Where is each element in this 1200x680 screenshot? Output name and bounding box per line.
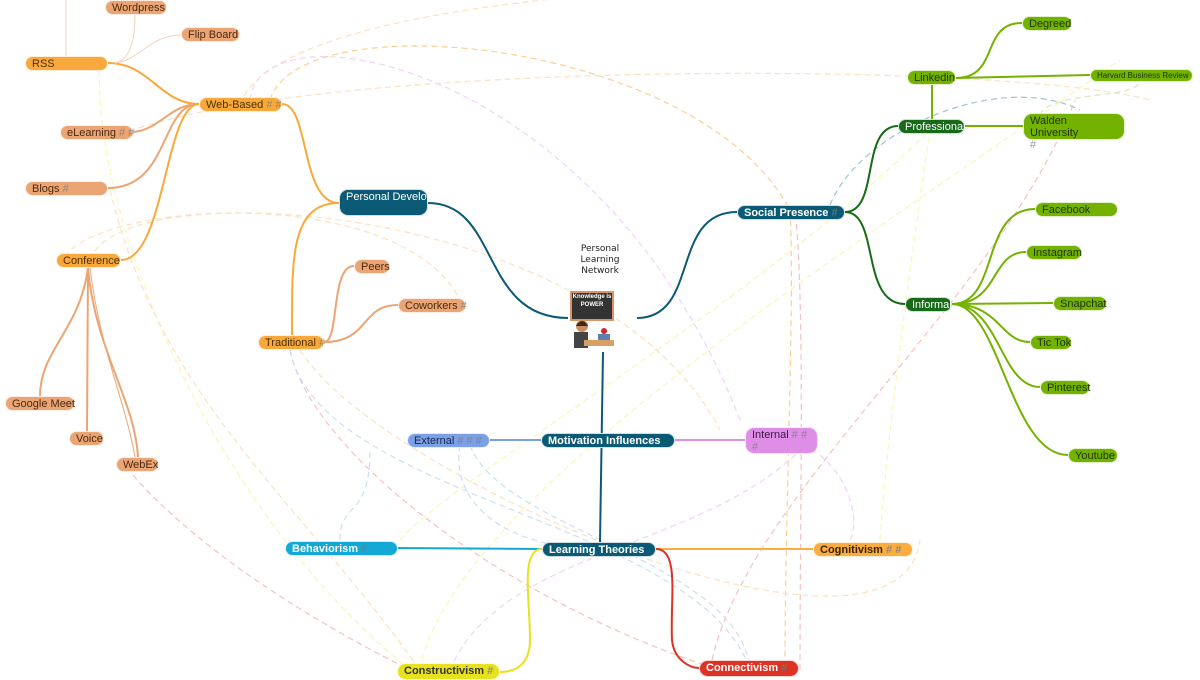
node-peers[interactable]: Peers <box>354 259 390 274</box>
link-marks[interactable]: # # <box>266 99 282 111</box>
node-web-based[interactable]: Web-Based # # <box>199 97 282 112</box>
node-constructivism[interactable]: Constructivism # <box>397 663 500 680</box>
node-external[interactable]: External # # # <box>407 433 490 448</box>
node-label: RSS <box>32 58 55 70</box>
node-label: Tic Tok <box>1037 337 1072 349</box>
node-label: Internal <box>752 429 789 441</box>
node-blogs[interactable]: Blogs # <box>25 181 108 196</box>
node-google-meet[interactable]: Google Meet <box>5 396 75 411</box>
node-learning-theories[interactable]: Learning Theories <box>542 542 656 557</box>
node-conference[interactable]: Conference <box>56 253 121 268</box>
node-walden-university[interactable]: Walden University# <box>1023 113 1125 151</box>
link-marks[interactable]: # # <box>886 544 902 556</box>
node-label: External <box>414 435 455 447</box>
node-label: Informal <box>912 299 952 311</box>
node-behaviorism[interactable]: Behaviorism # <box>285 541 398 556</box>
node-label: Coworkers <box>405 300 458 312</box>
node-youtube[interactable]: Youtube <box>1068 448 1118 463</box>
node-label: Social Presence <box>744 207 829 219</box>
node-label: Youtube <box>1075 450 1115 462</box>
node-label: Personal Development <box>346 191 458 203</box>
node-informal[interactable]: Informal <box>905 297 952 312</box>
node-label: Blogs <box>32 183 60 195</box>
node-label: Web-Based <box>206 99 264 111</box>
link-marks[interactable]: # <box>460 300 467 312</box>
node-label: Behaviorism <box>292 543 359 555</box>
node-label: Pinterest <box>1047 382 1091 394</box>
node-label: Conference <box>63 255 120 267</box>
link-marks[interactable]: # <box>361 543 368 555</box>
link-marks[interactable]: # # <box>119 127 135 139</box>
map-title: Personal Learning Network <box>580 244 620 276</box>
node-facebook[interactable]: Facebook <box>1035 202 1118 217</box>
node-instagram[interactable]: Instagram <box>1026 245 1082 260</box>
node-label: Connectivism <box>706 662 779 674</box>
node-harvard-business-review[interactable]: Harvard Business Review <box>1090 69 1193 82</box>
node-elearning[interactable]: eLearning # # <box>60 125 135 140</box>
node-wordpress[interactable]: Wordpress <box>105 0 167 15</box>
node-label: Walden University <box>1030 115 1079 139</box>
node-label: Google Meet <box>12 398 75 410</box>
node-label: Cognitivism <box>820 544 883 556</box>
node-flip-board[interactable]: Flip Board <box>181 27 240 42</box>
node-connectivism[interactable]: Connectivism # <box>699 660 799 677</box>
node-internal[interactable]: Internal # # # <box>745 427 818 454</box>
node-pinterest[interactable]: Pinterest <box>1040 380 1090 395</box>
link-marks[interactable]: # <box>62 183 69 195</box>
teacher-avatar-icon <box>574 320 614 348</box>
node-label: Voice <box>76 433 103 445</box>
node-professional[interactable]: Professional <box>898 119 966 134</box>
node-motivation-influences[interactable]: Motivation Influences <box>541 433 675 448</box>
link-marks[interactable]: # <box>319 337 326 349</box>
node-tic-tok[interactable]: Tic Tok <box>1030 335 1072 350</box>
node-label: Wordpress <box>112 2 165 14</box>
node-label: Snapchat <box>1060 298 1107 310</box>
center-image: Knowledge is POWER <box>570 291 614 321</box>
node-webex[interactable]: WebEx <box>116 457 159 472</box>
node-social-presence[interactable]: Social Presence # <box>737 205 845 220</box>
node-label: Flip Board <box>188 29 239 41</box>
node-degreed[interactable]: Degreed <box>1022 16 1072 31</box>
node-voice[interactable]: Voice <box>69 431 104 446</box>
link-marks[interactable]: # <box>487 665 494 677</box>
node-label: Motivation Influences <box>548 435 661 447</box>
link-marks[interactable]: # <box>781 662 788 674</box>
node-label: WebEx <box>123 459 159 471</box>
node-label: Constructivism <box>404 665 485 677</box>
node-coworkers[interactable]: Coworkers # <box>398 298 467 313</box>
node-rss[interactable]: RSS <box>25 56 108 71</box>
node-label: Instagram <box>1033 247 1082 259</box>
node-traditional[interactable]: Traditional # <box>258 335 326 350</box>
link-marks[interactable]: # # # <box>457 435 482 447</box>
node-label: Traditional <box>265 337 316 349</box>
node-label: eLearning <box>67 127 116 139</box>
node-label: Linkedin <box>914 72 955 84</box>
node-linkedin[interactable]: Linkedin <box>907 70 956 85</box>
node-cognitivism[interactable]: Cognitivism # # <box>813 542 913 557</box>
link-marks[interactable]: # # # <box>752 429 808 453</box>
node-label: Harvard Business Review <box>1097 71 1189 80</box>
node-label: Peers <box>361 261 390 273</box>
link-marks[interactable]: # <box>1030 139 1037 151</box>
node-label: Learning Theories <box>549 544 645 556</box>
node-label: Professional <box>905 121 966 133</box>
node-label: Degreed <box>1029 18 1072 30</box>
link-marks[interactable]: # <box>831 207 838 219</box>
node-snapchat[interactable]: Snapchat <box>1053 296 1107 311</box>
node-label: Facebook <box>1042 204 1091 216</box>
node-personal-development[interactable]: Personal Development <box>339 189 457 216</box>
